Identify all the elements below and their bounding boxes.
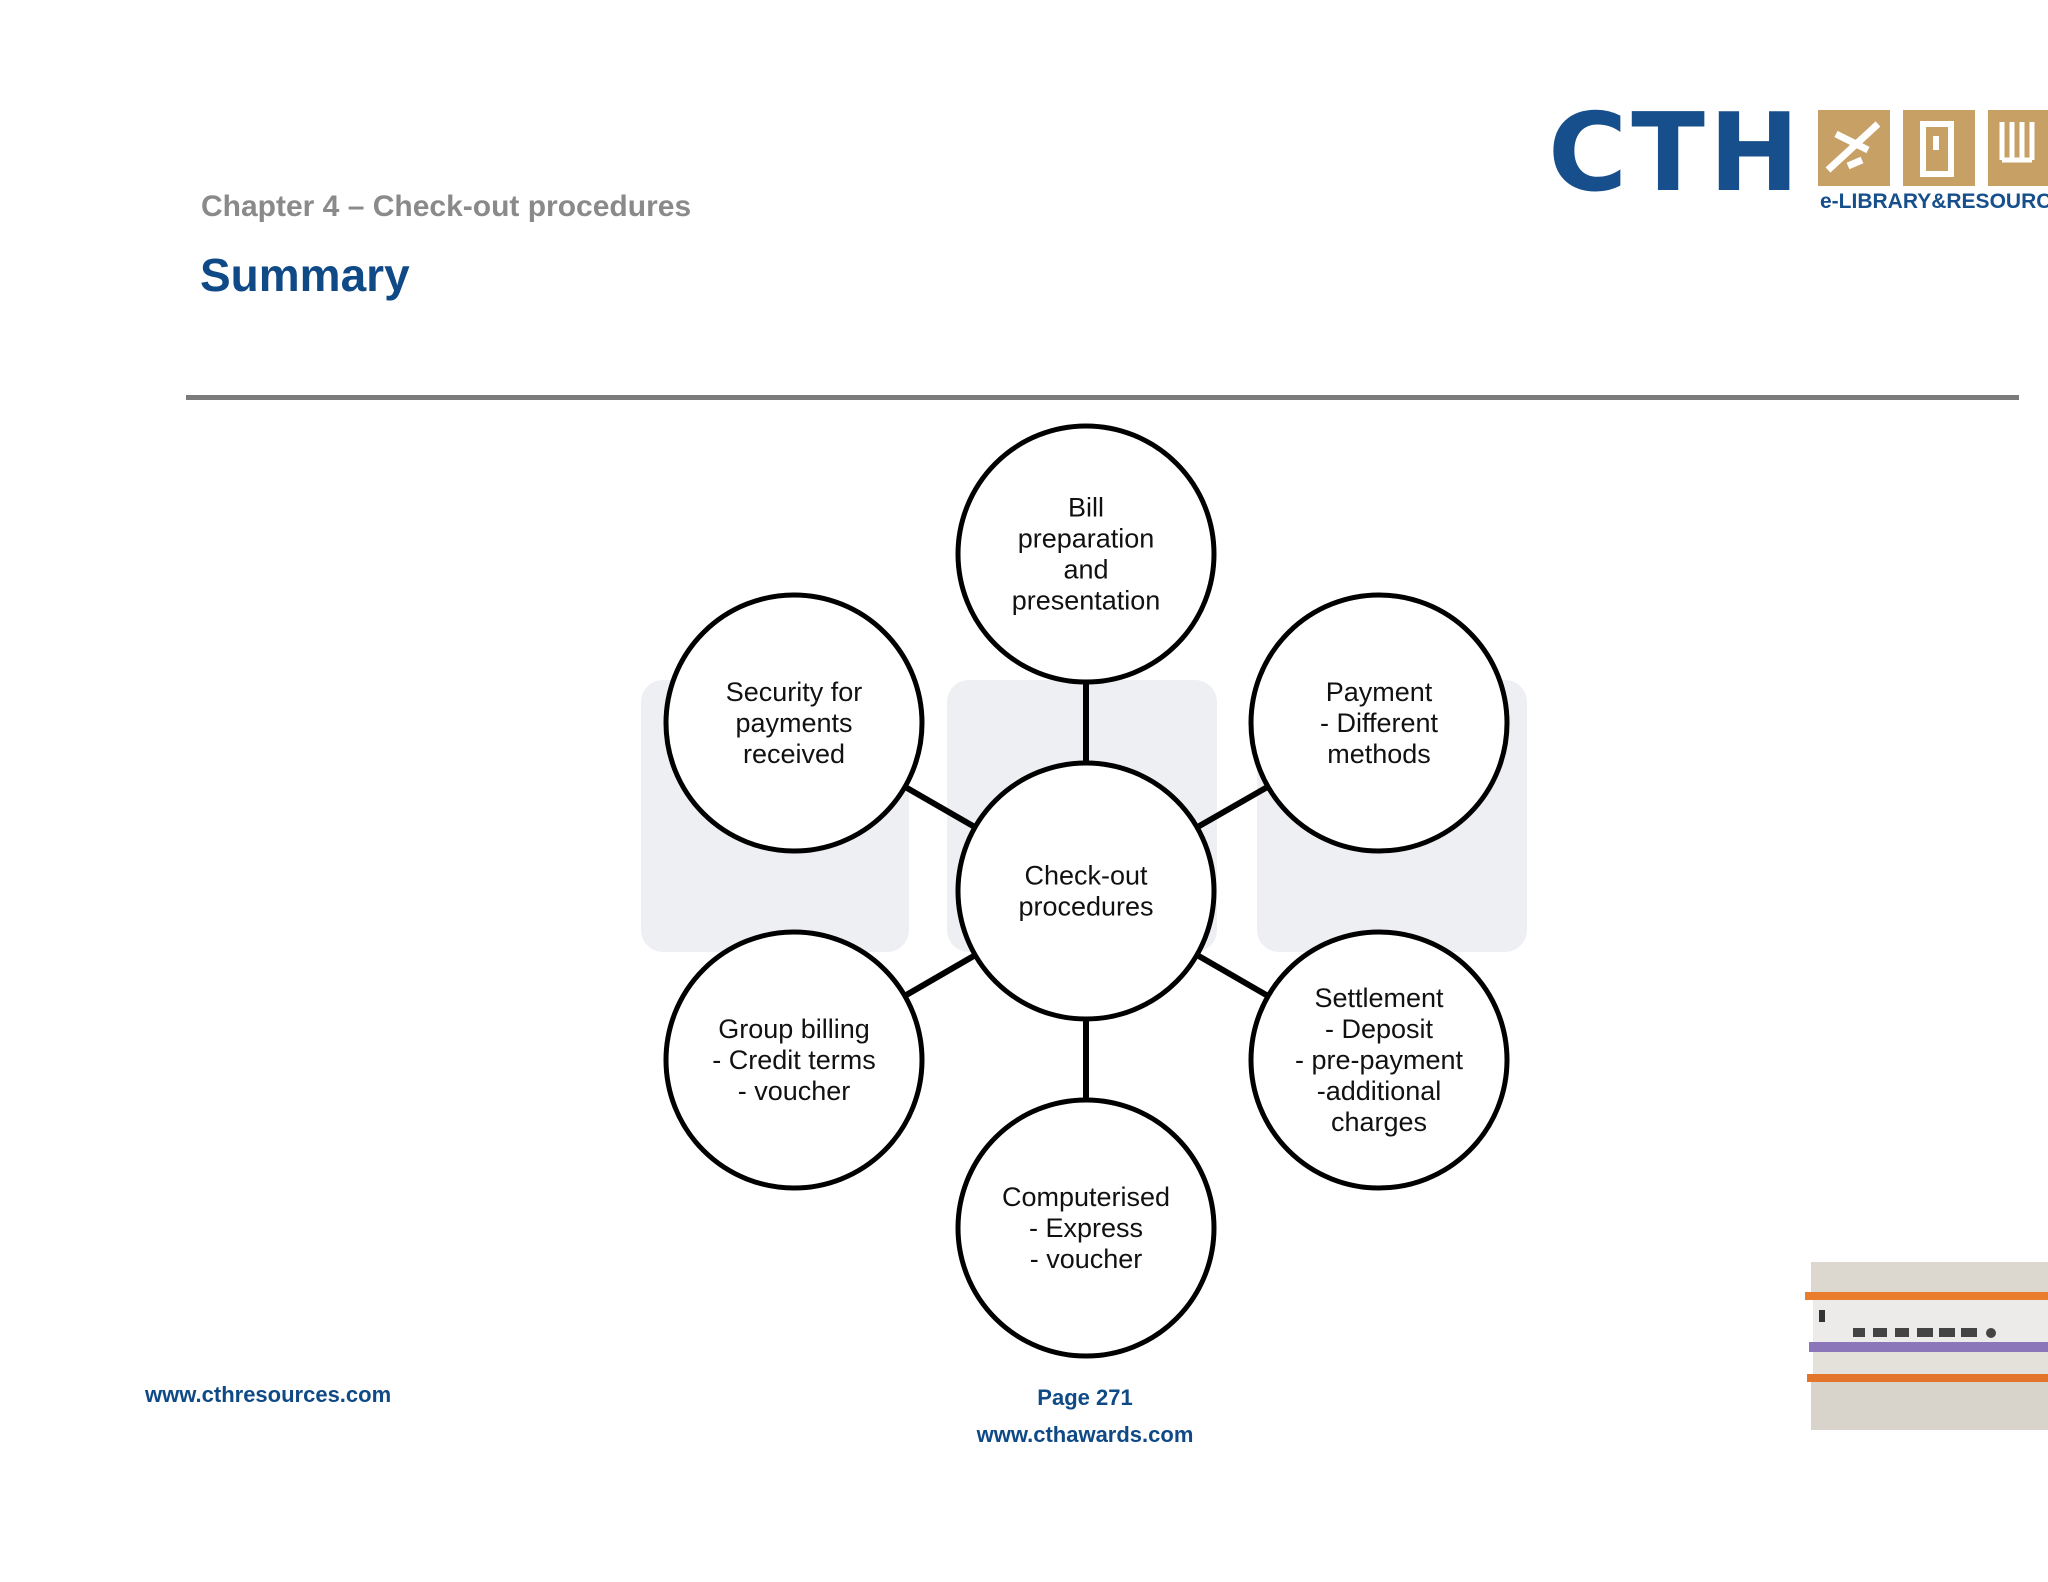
connector-settlement [1197, 955, 1268, 996]
node-center-label-line: procedures [1018, 892, 1153, 922]
node-settlement-label-line: - Deposit [1325, 1014, 1434, 1044]
node-center-label-line: Check-out [1024, 861, 1148, 891]
node-settlement-label-line: charges [1331, 1107, 1427, 1137]
page-number: Page 271 [1000, 1385, 1170, 1411]
node-payment-label-line: methods [1327, 739, 1431, 769]
node-bill-label-line: and [1063, 555, 1108, 585]
footer-site-link[interactable]: www.cthawards.com [960, 1422, 1210, 1448]
node-computerised: Computerised- Express- voucher [958, 1100, 1214, 1356]
node-settlement-label-line: - pre-payment [1295, 1045, 1464, 1075]
books-image [1805, 1262, 2048, 1432]
connector-group [905, 955, 975, 996]
node-security-label-line: received [743, 739, 845, 769]
node-settlement-label-line: -additional [1317, 1076, 1442, 1106]
node-settlement: Settlement- Deposit- pre-payment-additio… [1251, 932, 1507, 1188]
footer-resources-link[interactable]: www.cthresources.com [145, 1382, 391, 1408]
node-computerised-label-line: - voucher [1030, 1244, 1143, 1274]
node-computerised-label-line: Computerised [1002, 1182, 1170, 1212]
node-payment-label-line: - Different [1320, 708, 1439, 738]
node-bill-label-line: presentation [1012, 586, 1161, 616]
node-group-label-line: - Credit terms [712, 1045, 876, 1075]
node-group-label-line: - voucher [738, 1076, 851, 1106]
node-payment-label-line: Payment [1326, 677, 1433, 707]
node-bill-label-line: Bill [1068, 493, 1104, 523]
node-security-label-line: Security for [726, 677, 863, 707]
node-group-label-line: Group billing [718, 1014, 870, 1044]
node-group: Group billing- Credit terms- voucher [666, 932, 922, 1188]
node-security-label-line: payments [735, 708, 852, 738]
node-computerised-label-line: - Express [1029, 1213, 1143, 1243]
node-bill-label-line: preparation [1018, 524, 1155, 554]
node-settlement-label-line: Settlement [1314, 983, 1444, 1013]
